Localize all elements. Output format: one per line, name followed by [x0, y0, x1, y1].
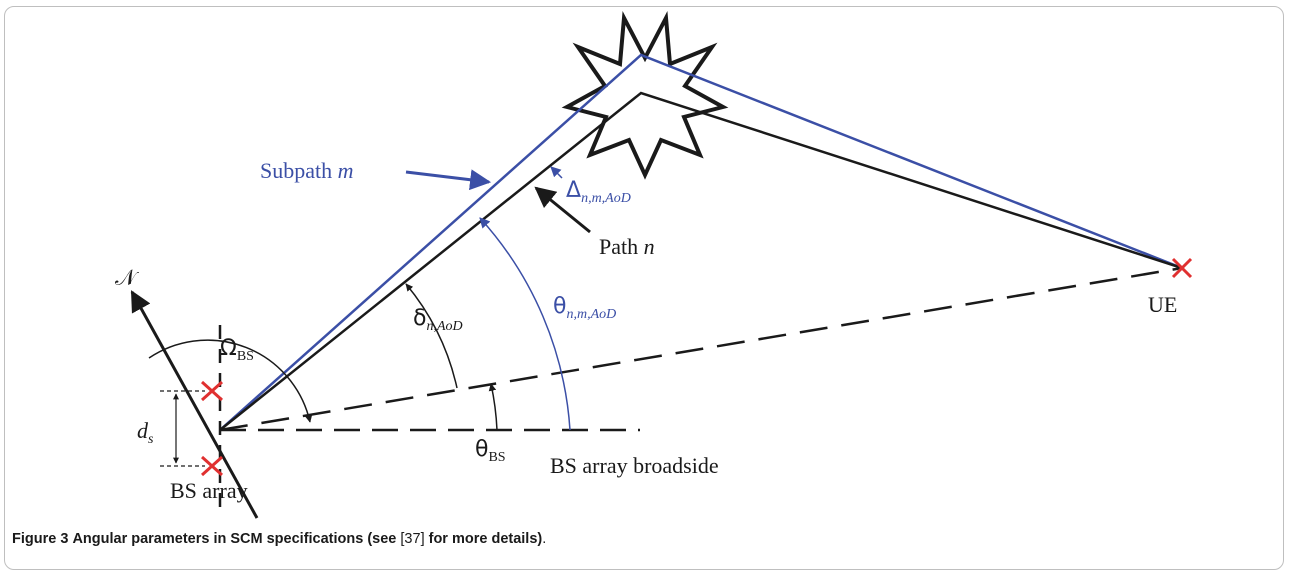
figure-caption: Figure 3 Angular parameters in SCM speci… — [12, 531, 546, 547]
bs-array-line — [130, 290, 259, 519]
theta-bs-label: θBS — [475, 437, 506, 465]
figure-frame — [4, 6, 1284, 570]
caption-text-1: Angular parameters in SCM specifications… — [72, 531, 397, 547]
delta-label: δn,AoD — [413, 306, 463, 334]
antenna-element-top — [200, 380, 224, 402]
ue-marker — [1171, 257, 1193, 279]
omega-bs-label: ΩBS — [220, 336, 254, 364]
bs-array-label: BS array — [170, 478, 248, 503]
theta-nm-label: θn,m,AoD — [553, 294, 616, 322]
Delta-label: Δn,m,AoD — [566, 178, 631, 206]
theta-bs-arc — [488, 383, 498, 431]
caption-text-2: for more details) — [428, 531, 543, 547]
antenna-element-bottom — [200, 455, 224, 477]
omega-bs-arc — [148, 339, 313, 423]
caption-prefix: Figure 3 — [12, 531, 69, 547]
path-pointer-arrow — [534, 186, 591, 234]
delta-arc — [405, 283, 458, 389]
caption-reference-link[interactable]: [37] — [400, 531, 425, 547]
ue-label: UE — [1148, 292, 1177, 317]
subpath-label: Subpath m — [260, 158, 354, 183]
subpath-pointer-arrow — [405, 169, 492, 191]
path-n-line — [219, 91, 1183, 431]
ds-label: ds — [137, 418, 154, 447]
bs-broadside-label: BS array broadside — [550, 453, 719, 478]
Delta-arc — [550, 166, 563, 179]
theta-nm-arc — [479, 217, 571, 431]
los-dashed-line — [219, 266, 1183, 432]
north-label: 𝒩 — [115, 266, 139, 291]
path-label: Path n — [599, 234, 655, 259]
subpath-m-line — [219, 53, 1183, 431]
caption-end: . — [542, 531, 547, 547]
scatterer-star — [561, 11, 729, 180]
